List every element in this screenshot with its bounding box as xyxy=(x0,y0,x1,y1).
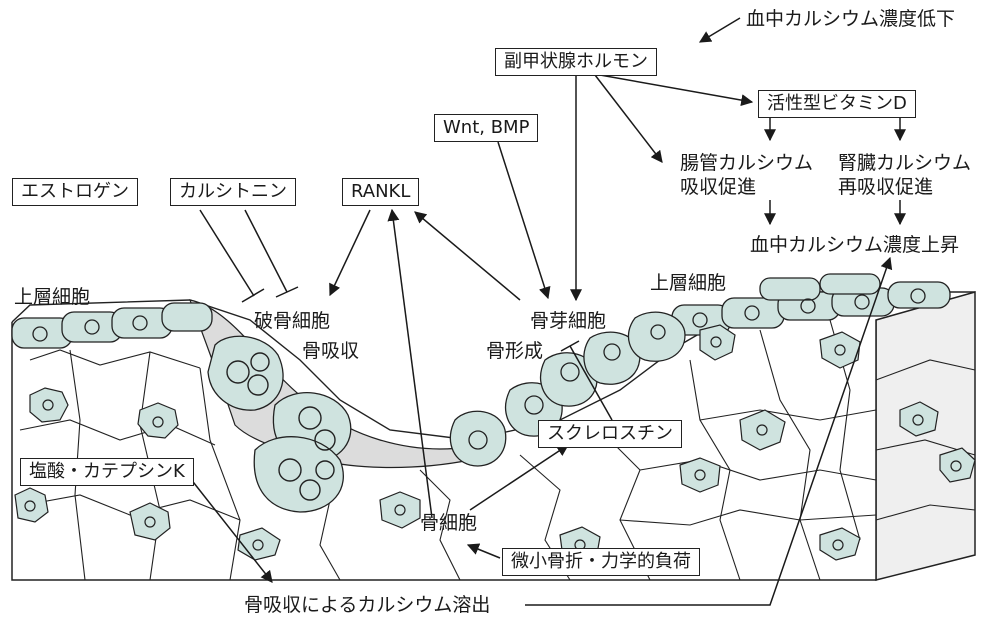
hcl-cathepsin-box: 塩酸・カテプシンK xyxy=(20,458,194,486)
wnt-bmp-box: Wnt, BMP xyxy=(434,114,539,142)
arrow-rankl-to-osteoclast xyxy=(329,209,371,297)
arrow-dissolution-to-blood-high xyxy=(525,256,893,606)
arrow-microfracture-to-osteocyte xyxy=(466,543,501,559)
inhibit-estrogen xyxy=(199,209,255,297)
calcium-dissolution-label: 骨吸収によるカルシウム溶出 xyxy=(244,594,491,616)
blood-ca-low-label: 血中カルシウム濃度低下 xyxy=(746,8,956,30)
inhibit-calcitonin xyxy=(244,209,288,293)
lining-cells-left-label: 上層細胞 xyxy=(14,286,91,308)
bone-resorption-label: 骨吸収 xyxy=(302,340,360,362)
estrogen-box: エストロゲン xyxy=(12,178,138,206)
lining-cells-left xyxy=(11,302,213,349)
pth-box: 副甲状腺ホルモン xyxy=(495,48,657,76)
microfracture-box: 微小骨折・力学的負荷 xyxy=(502,548,700,576)
arrow-osteocyte-to-rankl xyxy=(387,208,433,519)
kidney-label-2: 再吸収促進 xyxy=(838,176,934,198)
osteoclast-label: 破骨細胞 xyxy=(254,310,331,332)
kidney-label-1: 腎臓カルシウム xyxy=(838,152,972,174)
lining-nuclei-left xyxy=(32,315,148,342)
osteocyte-cells xyxy=(14,324,976,561)
osteocyte-label: 骨細胞 xyxy=(420,512,478,534)
connectors xyxy=(189,17,906,606)
inhibit-sclerostin xyxy=(569,345,613,421)
osteoblast-nuclei xyxy=(468,324,666,450)
sclerostin-box: スクレロスチン xyxy=(538,420,682,448)
lining-cells-right-label: 上層細胞 xyxy=(650,272,727,294)
lining-nuclei-right xyxy=(692,288,926,328)
osteocyte-nuclei xyxy=(24,336,962,551)
arrow-hcl-to-bottom xyxy=(189,477,273,583)
osteoblast-cells xyxy=(449,311,686,467)
inhibit-sclerostin-bar xyxy=(560,340,580,352)
rankl-box: RANKL xyxy=(342,178,420,206)
intestine-label-2: 吸収促進 xyxy=(680,176,757,198)
intestine-label-1: 腸管カルシウム xyxy=(680,152,814,174)
lining-cells-right xyxy=(671,273,951,336)
osteoblast-label: 骨芽細胞 xyxy=(530,310,607,332)
vitamin-d-box: 活性型ビタミンD xyxy=(758,90,916,118)
bone-side-face xyxy=(875,291,976,581)
arrow-pth-to-intestine xyxy=(594,74,663,163)
calcitonin-box: カルシトニン xyxy=(170,178,296,206)
arrow-wnt-to-osteoblast xyxy=(497,141,551,300)
blood-ca-high-label: 血中カルシウム濃度上昇 xyxy=(750,234,960,256)
osteoclast-nuclei xyxy=(226,352,336,501)
arrow-osteocyte-to-sclerostin xyxy=(469,444,570,511)
bone-formation-label: 骨形成 xyxy=(486,340,544,362)
inhibit-calcitonin-bar xyxy=(275,286,299,298)
arrow-osteoblast-to-rankl xyxy=(414,211,521,301)
arrow-pth-to-vitd xyxy=(599,74,754,107)
bone-block xyxy=(11,273,976,581)
arrow-blood-low-to-pth xyxy=(698,17,741,43)
inhibit-estrogen-bar xyxy=(241,288,265,303)
